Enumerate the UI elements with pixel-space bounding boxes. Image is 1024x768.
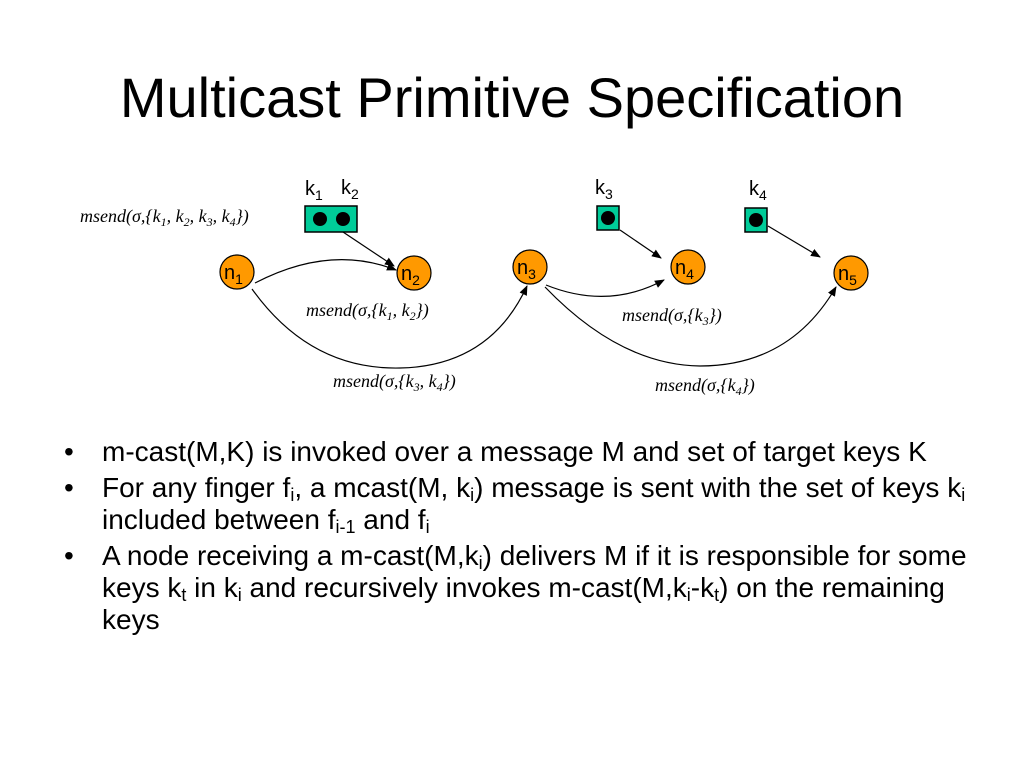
bullet-item: •A node receiving a m-cast(M,ki) deliver… (64, 540, 967, 635)
svg-text:n5: n5 (838, 263, 857, 288)
key-label-k3: k3 (595, 177, 613, 202)
msend-label-k1-k2: msend(σ,{k1, k2}) (306, 300, 429, 323)
node-n4: n4 (670, 249, 706, 285)
bullet-item: •For any finger fi, a mcast(M, ki) messa… (64, 472, 966, 537)
arrow-k2-to-n2 (342, 231, 395, 267)
bullet-list: •m-cast(M,K) is invoked over a message M… (64, 436, 984, 640)
arrow-n3-to-n4 (545, 279, 665, 297)
svg-text:n3: n3 (517, 257, 536, 282)
node-n3: n3 (512, 249, 548, 285)
key-label-k1: k1 (305, 178, 323, 203)
node-n2: n2 (396, 255, 432, 291)
svg-text:n1: n1 (224, 262, 243, 287)
key-dot-k1 (313, 212, 327, 226)
node-n5: n5 (833, 255, 869, 291)
bullet-marker: • (64, 540, 74, 571)
arrow-n1-to-n3 (251, 285, 528, 369)
bullet-marker: • (64, 472, 74, 503)
arrow-k3-to-n4 (619, 229, 662, 259)
node-n1: n1 (219, 254, 255, 290)
key-label-k4: k4 (749, 178, 767, 203)
key-box-k4 (744, 207, 768, 233)
key-label-k2: k2 (341, 177, 359, 202)
arrow-n3-to-n5 (544, 286, 837, 367)
key-box-k3 (596, 205, 620, 231)
msend-label-k3-k4: msend(σ,{k3, k4}) (333, 371, 456, 394)
slide-title: Multicast Primitive Specification (119, 66, 905, 129)
svg-text:n2: n2 (401, 263, 420, 288)
arrow-k4-to-n5 (767, 225, 821, 258)
msend-label-all-keys: msend(σ,{k1, k2, k3, k4}) (80, 206, 249, 229)
key-box-k1k2 (304, 205, 358, 233)
key-dot-k2 (336, 212, 350, 226)
svg-text:n4: n4 (675, 257, 694, 282)
key-dot-k3 (601, 211, 615, 225)
bullet-item: •m-cast(M,K) is invoked over a message M… (64, 436, 927, 467)
key-dot-k4 (749, 213, 763, 227)
arrow-n1-to-n2 (254, 259, 397, 284)
msend-label-k4: msend(σ,{k4}) (655, 375, 755, 398)
msend-label-k3: msend(σ,{k3}) (622, 305, 722, 328)
bullet-marker: • (64, 436, 74, 467)
